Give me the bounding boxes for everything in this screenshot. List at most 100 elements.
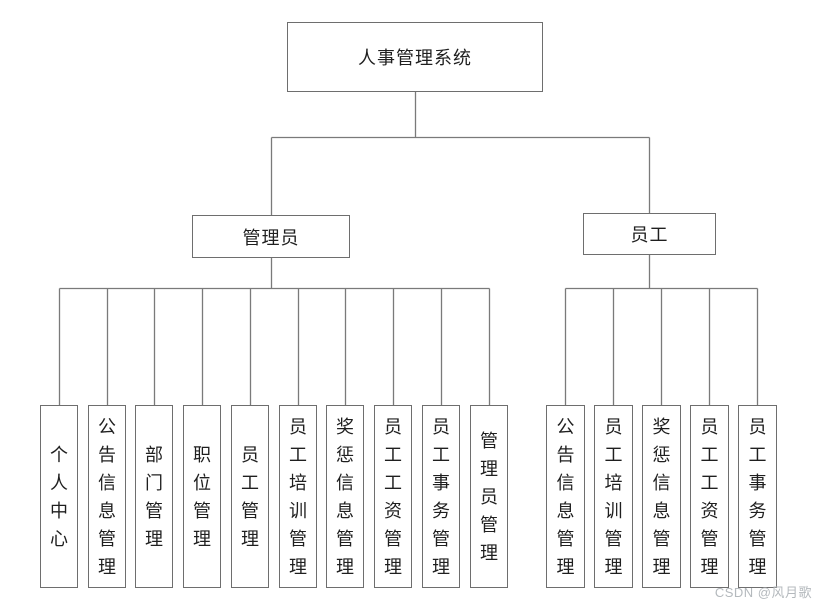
vertical-label-char: 工 xyxy=(384,444,402,465)
vertical-label-char: 管 xyxy=(700,528,719,549)
vertical-label-char: 奖 xyxy=(652,416,671,437)
vertical-label-char: 资 xyxy=(700,500,719,521)
vertical-label-char: 理 xyxy=(700,556,719,577)
node-employee-management: 员工管理 xyxy=(231,405,269,588)
vertical-label-char: 工 xyxy=(748,444,767,465)
vertical-label-char: 管 xyxy=(652,528,671,549)
vertical-label-char: 员 xyxy=(384,416,402,437)
vertical-label-char: 训 xyxy=(289,500,307,521)
vertical-label-char: 理 xyxy=(384,556,402,577)
node-employee-affairs-management: 员工事务管理 xyxy=(422,405,460,588)
vertical-label-char: 告 xyxy=(556,444,575,465)
vertical-label-char: 管 xyxy=(748,528,767,549)
vertical-label-char: 事 xyxy=(432,472,450,493)
vertical-label-char: 理 xyxy=(98,556,116,577)
vertical-label-char: 信 xyxy=(652,472,671,493)
vertical-label-char: 理 xyxy=(336,556,354,577)
vertical-label-char: 管 xyxy=(193,500,211,521)
vertical-label-char: 息 xyxy=(652,500,671,521)
vertical-label-char: 管 xyxy=(241,500,259,521)
vertical-label-char: 管 xyxy=(336,528,354,549)
vertical-label-char: 工 xyxy=(604,444,623,465)
vertical-label-char: 员 xyxy=(748,416,767,437)
node-employee: 员工 xyxy=(583,213,716,255)
vertical-label-char: 务 xyxy=(432,500,450,521)
vertical-label-char: 管 xyxy=(432,528,450,549)
vertical-label-char: 员 xyxy=(700,416,719,437)
vertical-label-char: 个 xyxy=(50,444,68,465)
connector-root-to-branches xyxy=(270,92,651,215)
vertical-label-char: 理 xyxy=(480,542,498,563)
watermark: CSDN @风月歌 xyxy=(714,585,812,600)
node-root: 人事管理系统 xyxy=(287,22,543,92)
vertical-label-char: 息 xyxy=(556,500,575,521)
vertical-label-char: 培 xyxy=(289,472,307,493)
node-employee-training-management: 员工培训管理 xyxy=(279,405,317,588)
vertical-label-char: 公 xyxy=(98,416,116,437)
vertical-label-char: 训 xyxy=(604,500,623,521)
vertical-label-char: 管 xyxy=(556,528,575,549)
node-position-management: 职位管理 xyxy=(183,405,221,588)
vertical-label-char: 理 xyxy=(748,556,767,577)
vertical-label-char: 理 xyxy=(289,556,307,577)
node-admin: 管理员 xyxy=(192,215,350,258)
vertical-label-char: 公 xyxy=(556,416,575,437)
connector-employee-to-leaves xyxy=(564,255,759,405)
vertical-label-char: 惩 xyxy=(652,444,671,465)
node-emp-affairs-management: 员工事务管理 xyxy=(738,405,777,588)
vertical-label-char: 理 xyxy=(193,528,211,549)
vertical-label-char: 中 xyxy=(50,500,68,521)
vertical-label-char: 信 xyxy=(98,472,116,493)
vertical-label-char: 管 xyxy=(98,528,116,549)
vertical-label-char: 员 xyxy=(241,444,259,465)
vertical-label-char: 管 xyxy=(289,528,307,549)
vertical-label-char: 管 xyxy=(604,528,623,549)
vertical-label-char: 息 xyxy=(98,500,116,521)
vertical-label-char: 理 xyxy=(604,556,623,577)
vertical-label-char: 工 xyxy=(241,472,259,493)
vertical-label-char: 理 xyxy=(480,458,498,479)
vertical-label-char: 工 xyxy=(700,444,719,465)
vertical-label-char: 惩 xyxy=(336,444,354,465)
vertical-label-char: 理 xyxy=(556,556,575,577)
vertical-label-char: 务 xyxy=(748,500,767,521)
vertical-label-char: 事 xyxy=(748,472,767,493)
vertical-label-char: 工 xyxy=(432,444,450,465)
node-emp-announcement-management: 公告信息管理 xyxy=(546,405,585,588)
vertical-label-char: 门 xyxy=(145,472,163,493)
vertical-label-char: 管 xyxy=(384,528,402,549)
node-admin-management: 管理员管理 xyxy=(470,405,508,588)
vertical-label-char: 管 xyxy=(480,514,498,535)
vertical-label-char: 奖 xyxy=(336,416,354,437)
node-emp-reward-punishment-management: 奖惩信息管理 xyxy=(642,405,681,588)
vertical-label-char: 员 xyxy=(480,486,498,507)
vertical-label-char: 工 xyxy=(384,472,402,493)
connector-admin-to-leaves xyxy=(58,258,491,405)
node-announcement-management: 公告信息管理 xyxy=(88,405,126,588)
node-employee-salary-management: 员工工资管理 xyxy=(374,405,412,588)
vertical-label-char: 心 xyxy=(50,528,68,549)
vertical-label-char: 理 xyxy=(652,556,671,577)
vertical-label-char: 信 xyxy=(556,472,575,493)
vertical-label-char: 人 xyxy=(50,472,68,493)
vertical-label-char: 理 xyxy=(241,528,259,549)
vertical-label-char: 职 xyxy=(193,444,211,465)
node-personal-center: 个人中心 xyxy=(40,405,78,588)
vertical-label-char: 管 xyxy=(480,430,498,451)
vertical-label-char: 部 xyxy=(145,444,163,465)
node-reward-punishment-management: 奖惩信息管理 xyxy=(326,405,364,588)
vertical-label-char: 资 xyxy=(384,500,402,521)
vertical-label-char: 理 xyxy=(432,556,450,577)
vertical-label-char: 位 xyxy=(193,472,211,493)
vertical-label-char: 管 xyxy=(145,500,163,521)
vertical-label-char: 员 xyxy=(289,416,307,437)
vertical-label-char: 员 xyxy=(604,416,623,437)
vertical-label-char: 息 xyxy=(336,500,354,521)
vertical-label-char: 工 xyxy=(289,444,307,465)
vertical-label-char: 信 xyxy=(336,472,354,493)
vertical-label-char: 员 xyxy=(432,416,450,437)
vertical-label-char: 工 xyxy=(700,472,719,493)
vertical-label-char: 理 xyxy=(145,528,163,549)
